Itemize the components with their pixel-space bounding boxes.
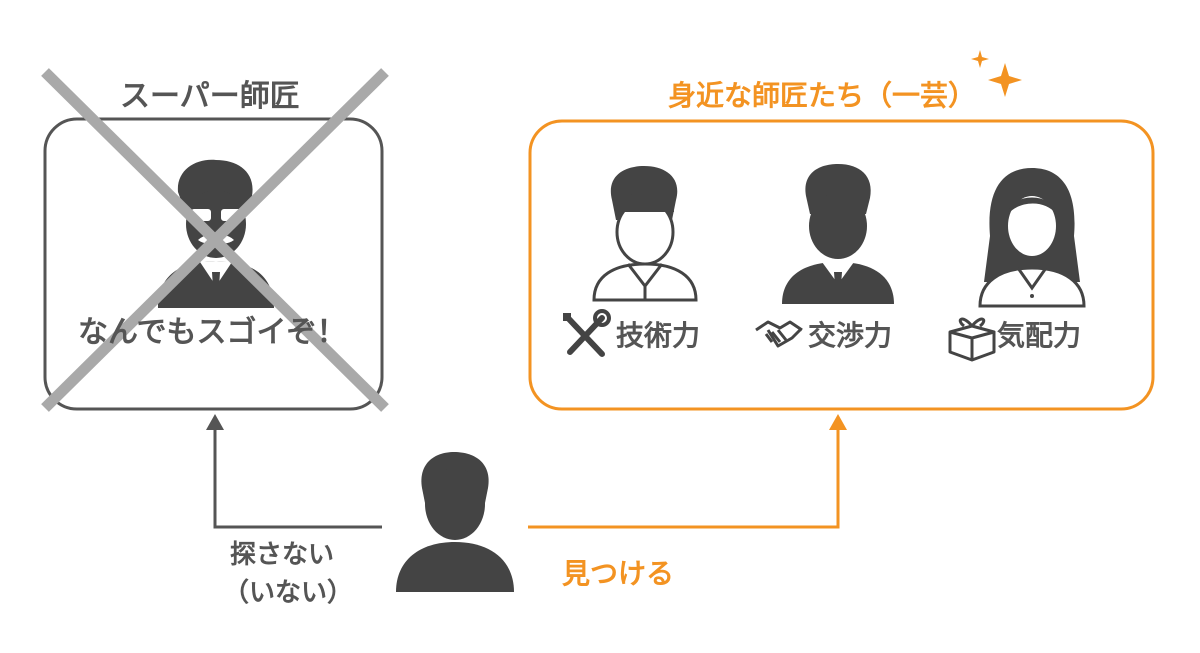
sparkle-icon [971,50,1022,97]
handshake-icon [755,320,803,348]
mentor-negotiator-icon [782,164,894,304]
super-mentor-description: なんでもスゴイぞ！ [78,315,347,350]
mentor-technician-icon [592,166,698,302]
super-mentor-title: スーパー師匠 [120,79,300,114]
cross-out-icon [41,68,389,412]
search-label-line1: 探さない [230,540,335,570]
mentors-title: 身近な師匠たち（一芸） [668,79,977,112]
skill-label-attentiveness: 気配力 [997,319,1082,352]
skill-label-negotiation: 交渉力 [808,319,893,352]
search-label-line2: （いない） [223,578,354,608]
arrow-search [206,414,382,529]
find-label: 見つける [562,557,675,590]
user-silhouette-icon [396,452,514,592]
super-mentor-box [43,117,384,411]
arrow-find [528,414,847,529]
skill-label-technical: 技術力 [616,319,701,352]
gift-box-icon [948,317,996,362]
mentor-woman-icon [978,168,1086,308]
mentors-box [528,119,1155,411]
wrench-screwdriver-icon [563,309,611,357]
